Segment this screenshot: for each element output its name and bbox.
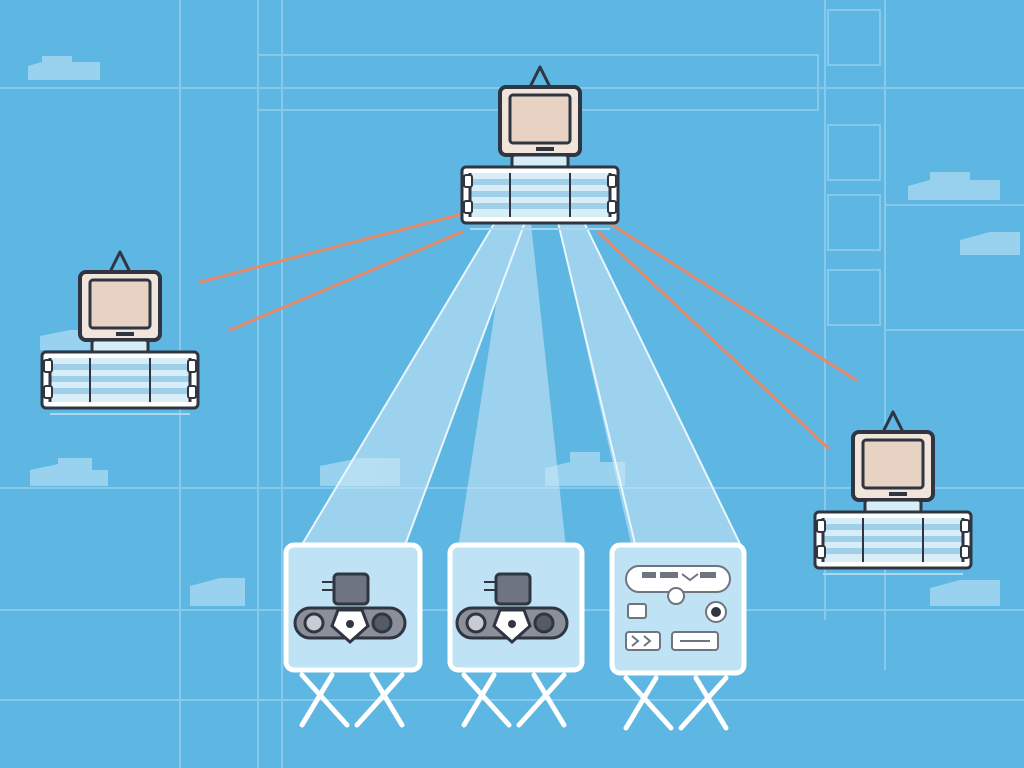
panel-3-easel: [626, 678, 726, 728]
panel-2[interactable]: [447, 542, 585, 725]
cable-right-1: [596, 214, 858, 382]
central-workstation[interactable]: [460, 65, 620, 231]
beam-links: [300, 214, 742, 548]
panel-3[interactable]: [609, 542, 747, 728]
cable-links: [198, 212, 858, 450]
cable-left-2: [228, 230, 464, 332]
beam-edges: [299, 213, 743, 549]
cable-right-2: [596, 230, 830, 450]
panel-1[interactable]: [283, 542, 423, 725]
cable-left-1: [198, 212, 464, 284]
right-workstation[interactable]: [813, 410, 973, 576]
control-board-icon: [625, 565, 731, 651]
